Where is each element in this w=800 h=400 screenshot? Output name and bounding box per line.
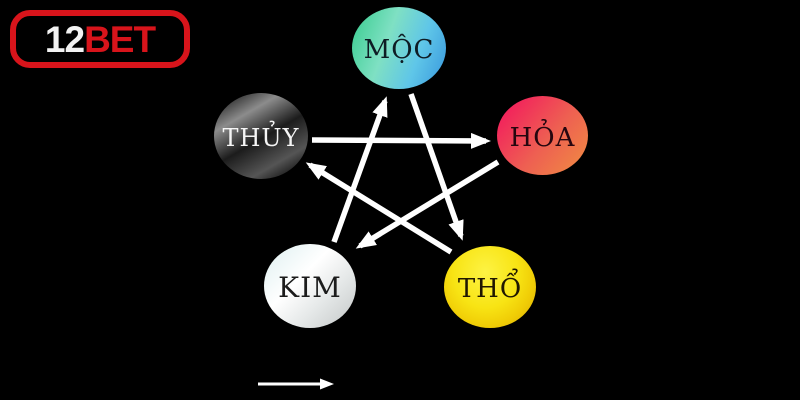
element-label-metal: KIM (278, 271, 342, 304)
element-label-water: THỦY (222, 124, 300, 152)
element-node-fire: HỎA (497, 96, 588, 175)
element-node-earth: THỔ (444, 246, 536, 328)
element-label-wood: MỘC (363, 35, 435, 65)
element-label-earth: THỔ (457, 274, 523, 304)
arrow-metal-to-wood (331, 96, 388, 243)
brand-logo-number: 12 (44, 18, 85, 60)
arrow-earth-to-water (305, 162, 453, 255)
brand-logo-word: BET (84, 18, 156, 60)
element-node-water: THỦY (214, 93, 308, 179)
arrow-fire-to-metal (355, 159, 500, 249)
element-node-metal: KIM (264, 244, 356, 328)
arrow-water-to-fire (311, 132, 491, 149)
arrow-wood-to-earth (408, 93, 464, 241)
element-node-wood: MỘC (352, 7, 446, 89)
element-label-fire: HỎA (509, 122, 576, 153)
